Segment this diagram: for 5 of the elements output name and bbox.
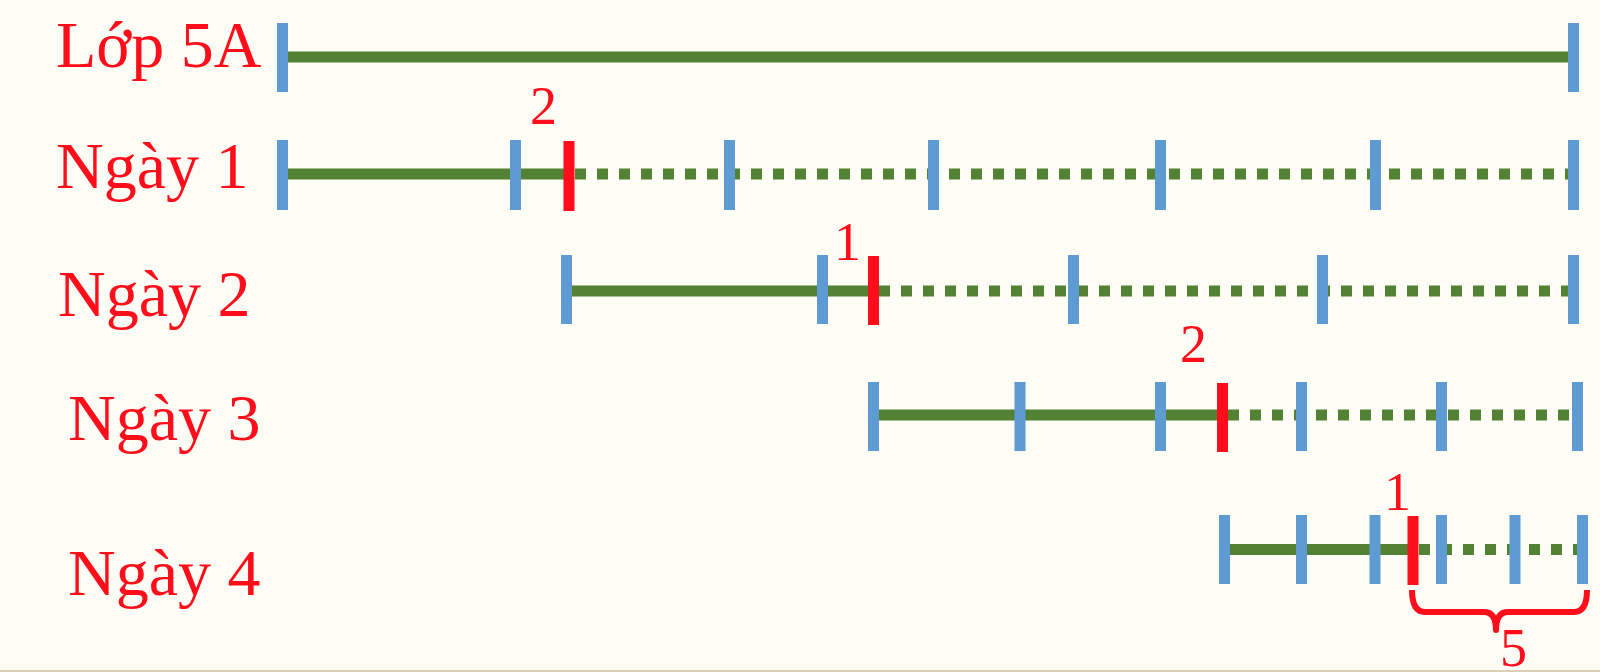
segment-value: 2: [530, 85, 557, 129]
segment-value: 1: [1384, 471, 1411, 515]
segment-value: 1: [834, 221, 861, 265]
segment-value: 5: [1500, 627, 1527, 671]
segment-value: 2: [1180, 323, 1207, 367]
